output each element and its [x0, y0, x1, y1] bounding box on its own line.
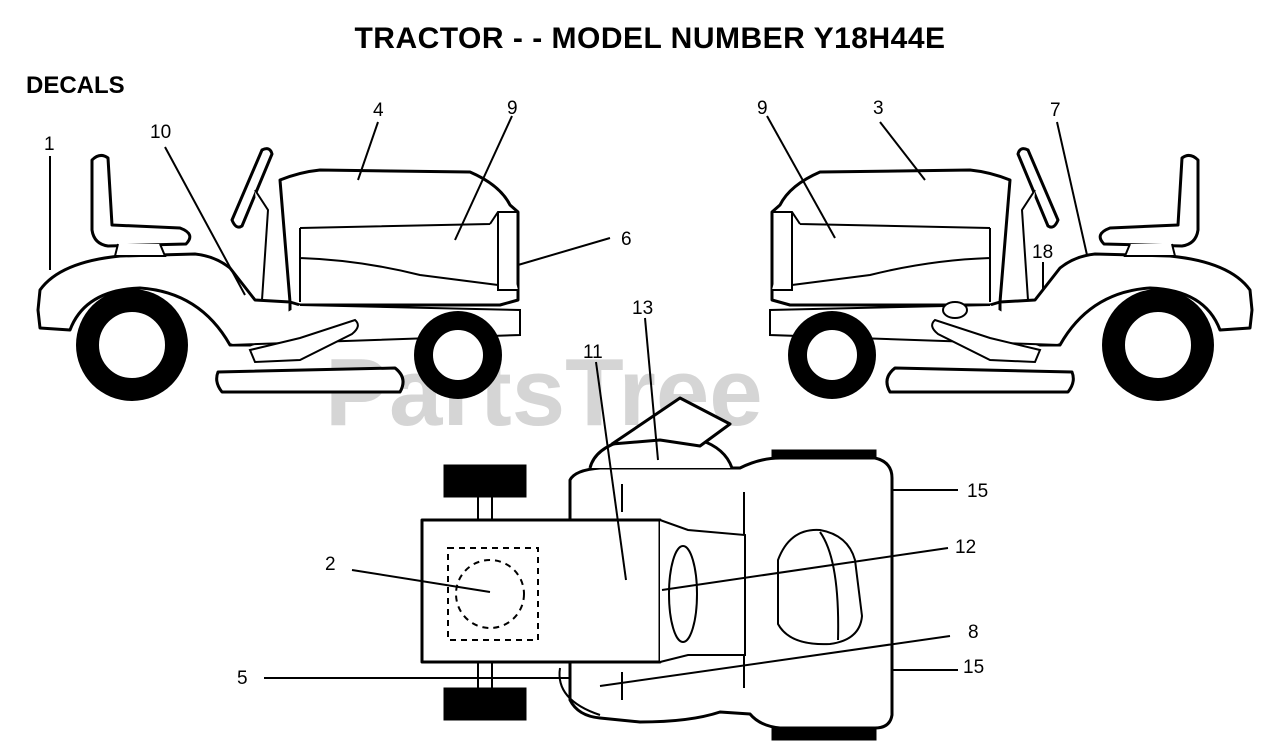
callout-2: 2	[325, 554, 336, 575]
page-title: TRACTOR - - MODEL NUMBER Y18H44E	[354, 22, 946, 55]
callout-9-left: 9	[507, 98, 518, 119]
callout-5: 5	[237, 668, 248, 689]
callout-12: 12	[955, 537, 976, 558]
tractor-left-view	[36, 147, 521, 401]
callout-7: 7	[1050, 100, 1061, 121]
section-title: DECALS	[26, 72, 125, 99]
callout-3: 3	[873, 98, 884, 119]
callout-13: 13	[632, 298, 653, 319]
callout-18: 18	[1032, 242, 1053, 263]
callout-4: 4	[373, 100, 384, 121]
callout-11: 11	[583, 342, 603, 363]
leader-lines	[49, 115, 1088, 687]
callout-numbers: 1 10 4 9 6 9 3 7 18 13 11 2 12 15 8 5 15	[44, 98, 1061, 689]
callout-15-top: 15	[967, 481, 988, 502]
callout-1: 1	[44, 134, 55, 155]
tractor-top-view	[420, 396, 894, 741]
callout-6: 6	[621, 229, 632, 250]
callout-15-bottom: 15	[963, 657, 984, 678]
callout-10: 10	[150, 122, 171, 143]
callout-9-right: 9	[757, 98, 768, 119]
tractor-right-view	[769, 147, 1254, 401]
callout-8: 8	[968, 622, 979, 643]
